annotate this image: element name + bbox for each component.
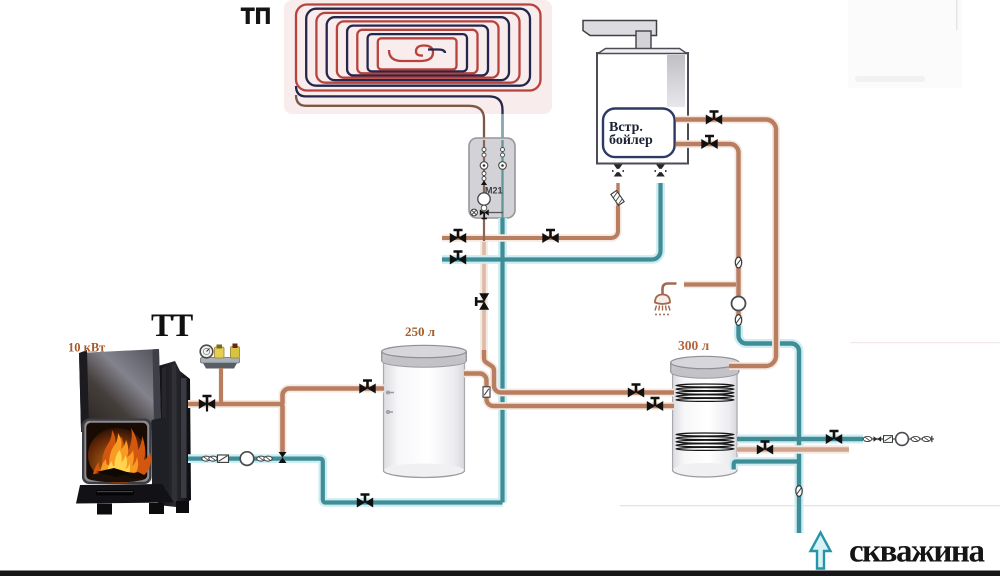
- svg-text:10 кВт: 10 кВт: [68, 341, 105, 355]
- svg-text:M21: M21: [485, 186, 503, 196]
- svg-text:250 л: 250 л: [405, 324, 435, 339]
- svg-text:ТП: ТП: [241, 4, 271, 29]
- svg-text:ТТ: ТТ: [151, 308, 193, 344]
- svg-text:Встр.: Встр.: [609, 120, 643, 135]
- svg-text:300 л: 300 л: [678, 338, 710, 353]
- svg-text:скважина: скважина: [849, 534, 984, 570]
- svg-text:бойлер: бойлер: [609, 133, 653, 148]
